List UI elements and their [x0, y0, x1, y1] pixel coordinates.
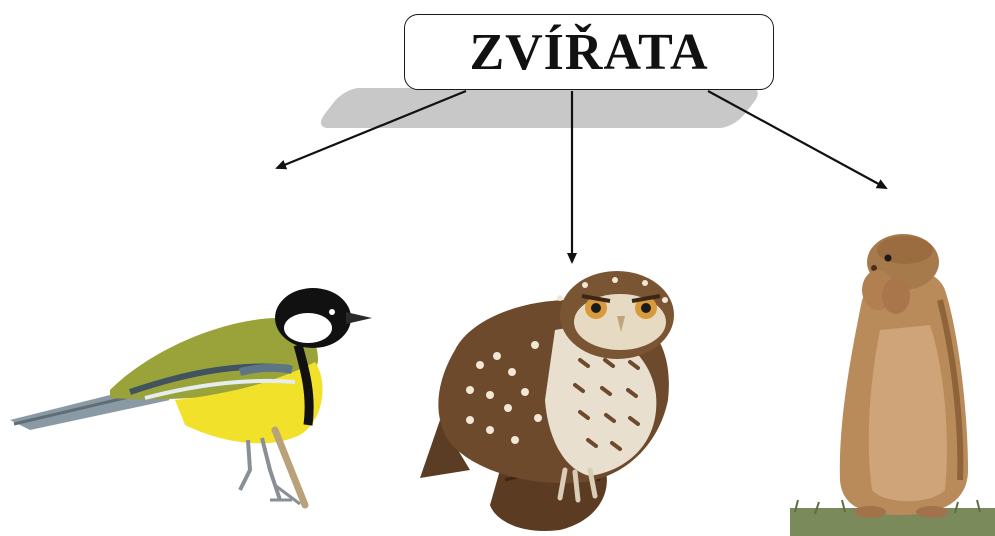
arrow-right	[707, 90, 888, 189]
title-text: ZVÍŘATA	[469, 23, 709, 81]
arrow-left	[275, 89, 467, 170]
title-box: ZVÍŘATA	[404, 14, 774, 90]
